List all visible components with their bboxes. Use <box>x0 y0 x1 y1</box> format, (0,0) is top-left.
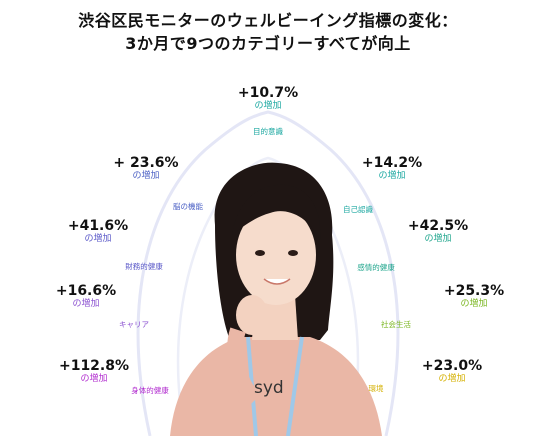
career-value: +16.6% <box>55 283 117 299</box>
stat-social: +25.3% の増加 <box>436 283 512 310</box>
stat-purpose: +10.7% の増加 <box>230 85 306 112</box>
label-emotion: 感情的健康 <box>357 263 395 272</box>
stat-career: +16.6% の増加 <box>48 283 124 310</box>
page-subtitle: 3か月で9つのカテゴリーすべてが向上 <box>125 34 411 53</box>
label-social: 社会生活 <box>381 320 411 329</box>
social-value: +25.3% <box>443 283 505 299</box>
label-self: 自己認識 <box>343 205 373 214</box>
stat-emotion: +42.5% の増加 <box>400 218 476 245</box>
brain-suffix: の増加 <box>132 171 160 181</box>
career-suffix: の増加 <box>72 299 100 309</box>
emotion-suffix: の増加 <box>424 234 452 244</box>
person-photo <box>170 162 382 436</box>
environment-suffix: の増加 <box>438 374 466 384</box>
label-career: キャリア <box>119 320 149 329</box>
self-value: +14.2% <box>361 155 423 171</box>
environment-value: +23.0% <box>421 358 483 374</box>
financial-suffix: の増加 <box>84 234 112 244</box>
stat-brain: + 23.6% の増加 <box>108 155 184 182</box>
stat-self: +14.2% の増加 <box>354 155 430 182</box>
label-brain: 脳の機能 <box>173 202 203 211</box>
emotion-value: +42.5% <box>407 218 469 234</box>
financial-value: +41.6% <box>67 218 129 234</box>
body-suffix: の増加 <box>80 374 108 384</box>
self-suffix: の増加 <box>378 171 406 181</box>
stat-environment: +23.0% の増加 <box>414 358 490 385</box>
body-value: +112.8% <box>58 358 130 374</box>
purpose-value: +10.7% <box>237 85 299 101</box>
label-environment: 環境 <box>368 384 384 393</box>
label-body: 身体的健康 <box>131 386 169 395</box>
social-suffix: の増加 <box>460 299 488 309</box>
purpose-suffix: の増加 <box>254 101 282 111</box>
stat-financial: +41.6% の増加 <box>60 218 136 245</box>
stat-body: +112.8% の増加 <box>54 358 134 385</box>
page-title: 渋谷区民モニターのウェルビーイング指標の変化： <box>78 11 458 30</box>
brain-value: + 23.6% <box>113 155 179 171</box>
label-purpose: 目的意識 <box>253 127 283 136</box>
label-financial: 財務的健康 <box>125 262 163 271</box>
syd-watermark: syd <box>254 378 284 398</box>
